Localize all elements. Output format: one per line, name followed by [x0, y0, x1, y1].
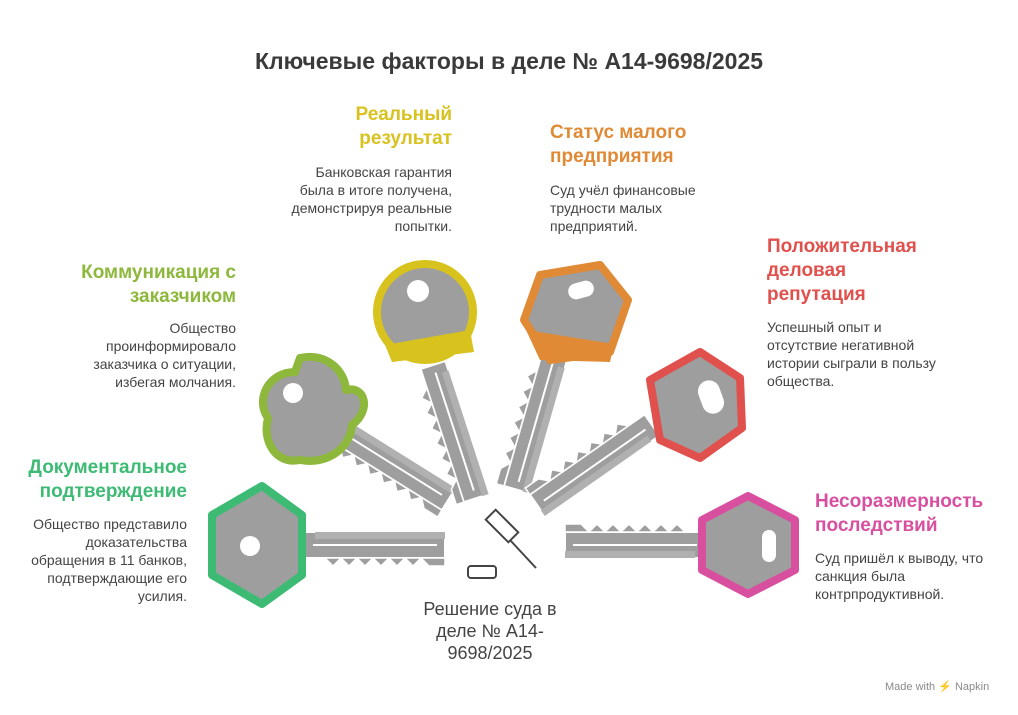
center-label: Решение суда в деле № А14-9698/2025: [423, 599, 557, 663]
factor-text-small-business: Суд учёл финансовые трудности малых пред…: [550, 182, 696, 234]
key-disproportion: [564, 492, 799, 598]
gavel-icon: [467, 508, 537, 579]
factor-heading-communication: Коммуникация с заказчиком: [81, 262, 236, 307]
napkin-watermark: Made with ⚡ Napkin: [885, 681, 990, 693]
factor-text-real-result: Банковская гарантия была в итоге получен…: [291, 164, 452, 234]
factor-heading-real-result: Реальный результат: [355, 104, 452, 149]
key-reputation: [524, 348, 746, 517]
factor-heading-small-business: Статус малого предприятия: [550, 122, 687, 167]
factor-text-disproportion: Суд пришёл к выводу, что санкция была ко…: [815, 550, 984, 602]
factor-heading-documental: Документальное подтверждение: [28, 457, 187, 502]
factor-heading-disproportion: Несоразмерность последствий: [815, 491, 984, 536]
factor-text-communication: Общество проинформировало заказчика о си…: [93, 320, 236, 390]
key-real-result: [373, 260, 490, 506]
factor-text-documental: Общество представило доказательства обра…: [31, 516, 187, 604]
key-small-business: [495, 261, 632, 495]
key-communication: [259, 352, 457, 518]
factor-text-reputation: Успешный опыт и отсутствие негативной ис…: [767, 319, 936, 389]
diagram-title: Ключевые факторы в деле № А14-9698/2025: [254, 48, 764, 74]
key-documental: [208, 482, 446, 608]
factor-heading-reputation: Положительная деловая репутация: [767, 236, 917, 305]
